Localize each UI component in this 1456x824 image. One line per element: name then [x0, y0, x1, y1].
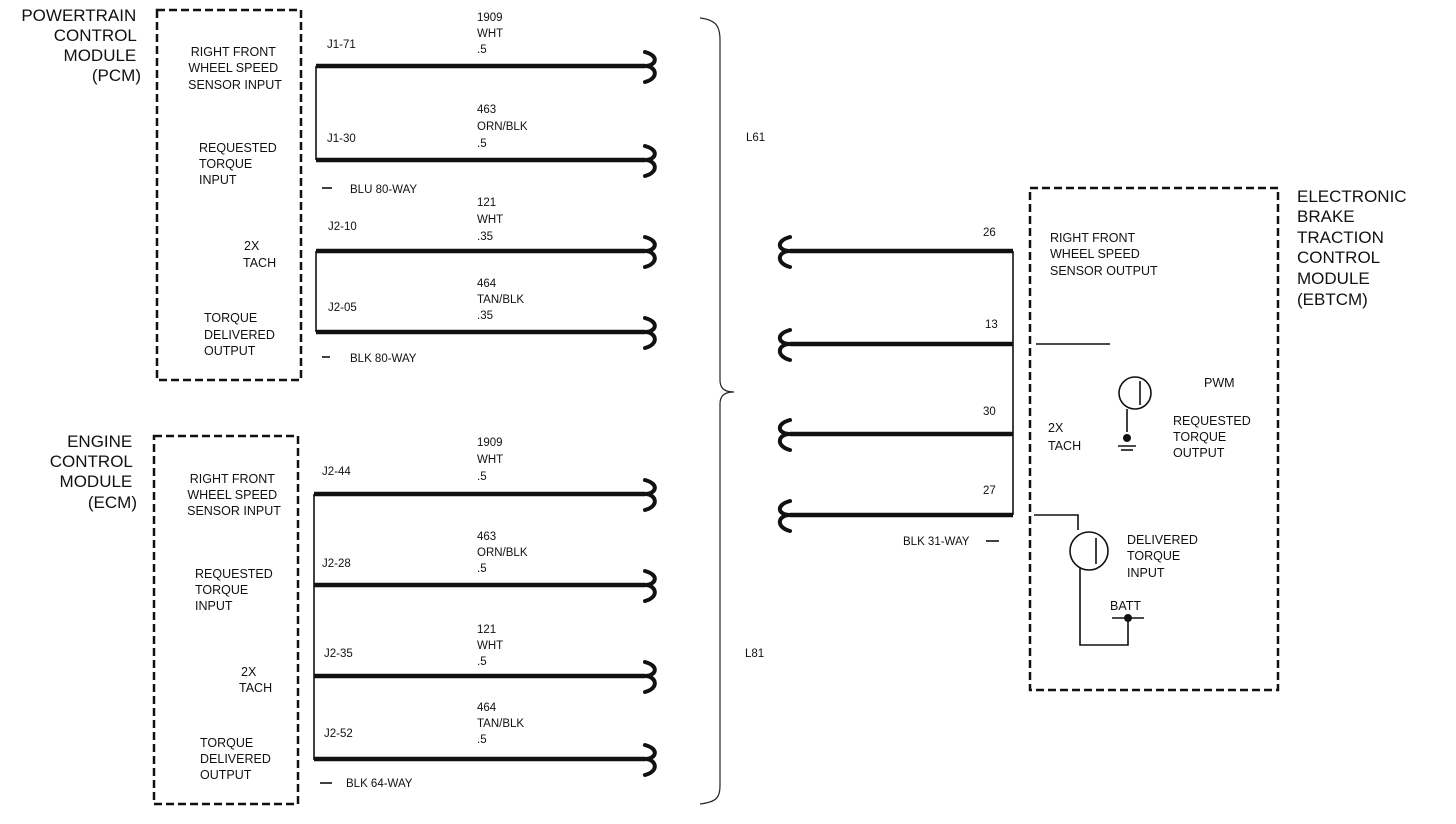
wire-color: WHT	[477, 214, 503, 226]
wire-gauge: .35	[477, 310, 493, 322]
pcm-terminal-requested-torque: J1-30	[327, 133, 356, 145]
wire-color: TAN/BLK	[477, 294, 524, 306]
pwm-driver-icon	[1118, 376, 1152, 410]
ecm-pin-label-torque-delivered: TORQUE DELIVERED OUTPUT	[200, 736, 274, 782]
wire-gauge: .5	[477, 471, 487, 483]
ecm-module: ENGINE CONTROL MODULE (ECM) RIGHT FRONT …	[50, 432, 300, 806]
pcm-pin-label-wheel-speed: RIGHT FRONT WHEEL SPEED SENSOR INPUT	[188, 45, 282, 92]
circuit-number: 1909	[477, 437, 503, 449]
connector-symbol	[777, 235, 792, 269]
ecm-title: ENGINE CONTROL MODULE (ECM)	[50, 432, 137, 512]
ecm-connector-blk-64: BLK 64-WAY	[346, 778, 413, 790]
connector-symbol	[643, 569, 657, 603]
ebtcm-label-delivered-torque: DELIVERED TORQUE INPUT	[1127, 533, 1201, 580]
connector-symbol	[643, 50, 657, 84]
circuit-number: 121	[477, 197, 496, 209]
pcm-pin-label-torque-delivered: TORQUE DELIVERED OUTPUT	[204, 311, 278, 358]
delivered-torque-input-icon	[1069, 531, 1109, 571]
wire-color: WHT	[477, 454, 503, 466]
ebtcm-wires: 26 13 30 27 BLK 31-WAY	[777, 227, 1014, 548]
circuit-number: 464	[477, 702, 497, 714]
wire-color: ORN/BLK	[477, 121, 528, 133]
ebtcm-label-pwm: PWM	[1204, 376, 1235, 390]
connector-symbol	[777, 418, 792, 452]
connector-symbol	[643, 144, 657, 178]
ebtcm-module: ELECTRONIC BRAKE TRACTION CONTROL MODULE…	[1028, 186, 1411, 692]
wire-gauge: .35	[477, 231, 493, 243]
curly-brace	[699, 17, 735, 805]
ebtcm-pin-27: 27	[983, 485, 996, 497]
ecm-terminal-torque-delivered: J2-52	[324, 728, 353, 740]
pcm-terminal-tach: J2-10	[328, 221, 357, 233]
connector-symbol	[777, 499, 792, 533]
wire-color: ORN/BLK	[477, 547, 528, 559]
connector-symbol	[777, 328, 792, 362]
connector-symbol	[643, 316, 657, 350]
engine-option-brace: L61 L81	[699, 17, 765, 805]
ebtcm-box-outline	[1028, 186, 1280, 692]
wire-gauge: .5	[477, 44, 487, 56]
wire-gauge: .5	[477, 656, 487, 668]
wire-color: WHT	[477, 640, 503, 652]
pcm-terminal-torque-delivered: J2-05	[328, 302, 357, 314]
internal-lead	[1034, 514, 1079, 530]
circuit-number: 463	[477, 531, 496, 543]
pcm-title: POWERTRAIN CONTROL MODULE (PCM)	[21, 6, 141, 85]
ebtcm-connector-blk-31: BLK 31-WAY	[903, 536, 970, 548]
ecm-pin-label-wheel-speed: RIGHT FRONT WHEEL SPEED SENSOR INPUT	[187, 472, 281, 518]
ebtcm-pin-30: 30	[983, 406, 996, 418]
pcm-box-outline	[155, 8, 303, 382]
wire-gauge: .5	[477, 138, 487, 150]
ecm-terminal-wheel-speed: J2-44	[322, 466, 351, 478]
engine-option-l81: L81	[745, 648, 764, 660]
pcm-connector-blk-80: BLK 80-WAY	[350, 353, 417, 365]
circuit-number: 1909	[477, 12, 503, 24]
ecm-pin-label-tach: 2X TACH	[239, 665, 272, 695]
pcm-pin-label-requested-torque: REQUESTED TORQUE INPUT	[199, 141, 280, 187]
wire-gauge: .5	[477, 563, 487, 575]
connector-symbol	[643, 743, 657, 777]
wire-color: TAN/BLK	[477, 718, 524, 730]
wire-color: WHT	[477, 28, 503, 40]
ebtcm-label-tach: 2X TACH	[1048, 421, 1081, 453]
ebtcm-title: ELECTRONIC BRAKE TRACTION CONTROL MODULE…	[1297, 187, 1411, 309]
connector-symbol	[643, 478, 657, 512]
connector-symbol	[643, 660, 657, 694]
ebtcm-pin-26: 26	[983, 227, 996, 239]
wire-gauge: .5	[477, 734, 487, 746]
ecm-wires: J2-44 1909 WHT .5 J2-28 463 ORN/BLK .5 J…	[313, 437, 657, 790]
ebtcm-pin-13: 13	[985, 319, 998, 331]
pcm-pin-label-tach: 2X TACH	[243, 239, 276, 270]
ecm-box-outline	[152, 434, 300, 806]
connector-symbol	[643, 235, 657, 269]
ebtcm-label-wheel-speed: RIGHT FRONT WHEEL SPEED SENSOR OUTPUT	[1050, 231, 1158, 278]
ebtcm-label-batt: BATT	[1110, 599, 1141, 613]
pcm-terminal-wheel-speed: J1-71	[327, 39, 356, 51]
pcm-module: POWERTRAIN CONTROL MODULE (PCM) RIGHT FR…	[21, 6, 303, 382]
circuit-number: 464	[477, 278, 497, 290]
circuit-number: 463	[477, 104, 496, 116]
circuit-number: 121	[477, 624, 496, 636]
ecm-terminal-requested-torque: J2-28	[322, 558, 351, 570]
ecm-terminal-tach: J2-35	[324, 648, 353, 660]
ecm-pin-label-requested-torque: REQUESTED TORQUE INPUT	[195, 567, 276, 613]
batt-lead	[1079, 568, 1129, 646]
pcm-connector-blu-80: BLU 80-WAY	[350, 184, 417, 196]
junction-dot	[1123, 434, 1131, 442]
ebtcm-label-requested-torque: REQUESTED TORQUE OUTPUT	[1173, 414, 1254, 460]
pcm-wires: J1-71 1909 WHT .5 J1-30 463 ORN/BLK .5 B…	[315, 12, 657, 365]
engine-option-l61: L61	[746, 132, 765, 144]
